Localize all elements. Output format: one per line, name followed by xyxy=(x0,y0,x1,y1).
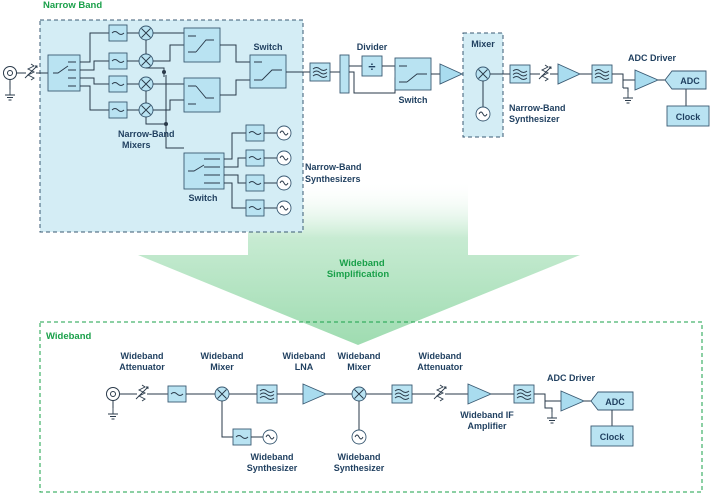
clock-label: Clock xyxy=(676,112,702,122)
nb-synths-label-1: Narrow-Band xyxy=(305,162,362,172)
wb-antenna-icon xyxy=(106,387,120,420)
wb-lna-label-1: Wideband xyxy=(283,351,326,361)
wb-mixer2-label-2: Mixer xyxy=(347,362,371,372)
wb-synth1-label-2: Synthesizer xyxy=(247,463,298,473)
wb-att2-label-1: Wideband xyxy=(419,351,462,361)
wb-clock-block xyxy=(590,425,634,447)
nb-filter-3 xyxy=(108,75,128,93)
wb-filter-2-icon xyxy=(256,384,278,404)
synth-filter-3 xyxy=(245,174,265,192)
wb-ifamp-label-2: Amplifier xyxy=(467,421,507,431)
narrow-band-title: Narrow Band xyxy=(43,0,102,11)
if-filter-icon xyxy=(509,64,531,84)
adc-driver-label: ADC Driver xyxy=(628,53,677,63)
nb-mixer-4 xyxy=(138,102,154,118)
wb-filter-1-icon xyxy=(167,385,187,403)
synth-osc-1-icon xyxy=(276,125,292,141)
if-amp-icon xyxy=(557,63,582,85)
switch-top-label: Switch xyxy=(253,42,282,52)
mid-switch-top xyxy=(183,27,221,63)
nb-mixer-3 xyxy=(138,76,154,92)
mid-switch-bottom xyxy=(183,77,221,113)
wb-synth-osc-2-icon xyxy=(351,429,367,445)
nb-mixer-1 xyxy=(138,25,154,41)
post-filter-icon xyxy=(309,62,331,82)
wb-if-amp-icon xyxy=(467,383,493,405)
switch-bottom xyxy=(183,152,225,190)
wb-attenuator-2-icon xyxy=(433,384,447,402)
nb-amp-icon xyxy=(439,63,464,85)
divider-label: Divider xyxy=(357,42,388,52)
splitter-block xyxy=(339,54,350,94)
wb-filter-4-icon xyxy=(513,384,535,404)
wb-adc-driver-icon xyxy=(560,390,586,412)
if-attenuator-icon xyxy=(538,64,552,82)
wb-mixer1-label-2: Mixer xyxy=(210,362,234,372)
adc-label: ADC xyxy=(680,76,700,86)
nb-main-osc-icon xyxy=(475,106,491,122)
clock-block xyxy=(666,105,710,127)
input-switch xyxy=(47,54,81,92)
synth-osc-4-icon xyxy=(276,200,292,216)
wb-synth2-label-2: Synthesizer xyxy=(334,463,385,473)
nb-synths-label-2: Synthesizers xyxy=(305,174,361,184)
input-attenuator-icon xyxy=(24,63,38,81)
nb-main-mixer-icon xyxy=(475,66,491,82)
wb-att2-label-2: Attenuator xyxy=(417,362,463,372)
wb-adc-label: ADC xyxy=(605,397,625,407)
synth-filter-4 xyxy=(245,199,265,217)
nb-filter-2 xyxy=(108,52,128,70)
adc-driver-icon xyxy=(634,69,660,91)
nb-mixers-label-1: Narrow-Band xyxy=(118,129,175,139)
wb-mixer2-label-1: Wideband xyxy=(338,351,381,361)
nb-filter-1 xyxy=(108,24,128,42)
wb-mixer-1-icon xyxy=(214,386,230,402)
switch-right xyxy=(394,57,432,91)
wb-ifamp-label-1: Wideband IF xyxy=(460,410,514,420)
nb-filter-4 xyxy=(108,101,128,119)
simplification-label-line1: Wideband xyxy=(339,258,384,269)
wb-lna-icon xyxy=(302,383,328,405)
wideband-panel xyxy=(39,321,703,493)
nb-mixers-label-2: Mixers xyxy=(122,140,151,150)
wb-att1-label-2: Attenuator xyxy=(119,362,165,372)
nb-synth-label-1: Narrow-Band xyxy=(509,103,566,113)
antenna-icon xyxy=(3,66,17,101)
switch-right-label: Switch xyxy=(398,95,427,105)
adc-block xyxy=(664,70,707,90)
wb-filter-3-icon xyxy=(391,384,413,404)
wb-synth-filter-1-icon xyxy=(232,428,252,446)
synth-osc-3-icon xyxy=(276,175,292,191)
mixer-label: Mixer xyxy=(471,39,495,49)
wb-attenuator-1-icon xyxy=(135,384,149,402)
wb-lna-label-2: LNA xyxy=(295,362,314,372)
wb-synth1-label-1: Wideband xyxy=(251,452,294,462)
wb-mixer1-label-1: Wideband xyxy=(201,351,244,361)
wb-adc-block xyxy=(590,391,634,411)
wb-att1-label-1: Wideband xyxy=(121,351,164,361)
adc-filter-icon xyxy=(591,64,613,84)
wb-adc-driver-label: ADC Driver xyxy=(547,373,596,383)
nb-synth-label-2: Synthesizer xyxy=(509,114,560,124)
divider-symbol: ÷ xyxy=(368,59,375,74)
wb-clock-label: Clock xyxy=(600,432,626,442)
synth-osc-2-icon xyxy=(276,150,292,166)
simplification-label-line2: Simplification xyxy=(327,269,389,280)
wideband-title: Wideband xyxy=(46,331,91,342)
wb-mixer-2-icon xyxy=(351,386,367,402)
switch-top xyxy=(249,54,287,89)
nb-mixer-2 xyxy=(138,53,154,69)
wb-synth-osc-1-icon xyxy=(262,429,278,445)
synth-filter-1 xyxy=(245,124,265,142)
switch-bottom-label: Switch xyxy=(188,193,217,203)
synth-filter-2 xyxy=(245,149,265,167)
wb-synth2-label-1: Wideband xyxy=(338,452,381,462)
